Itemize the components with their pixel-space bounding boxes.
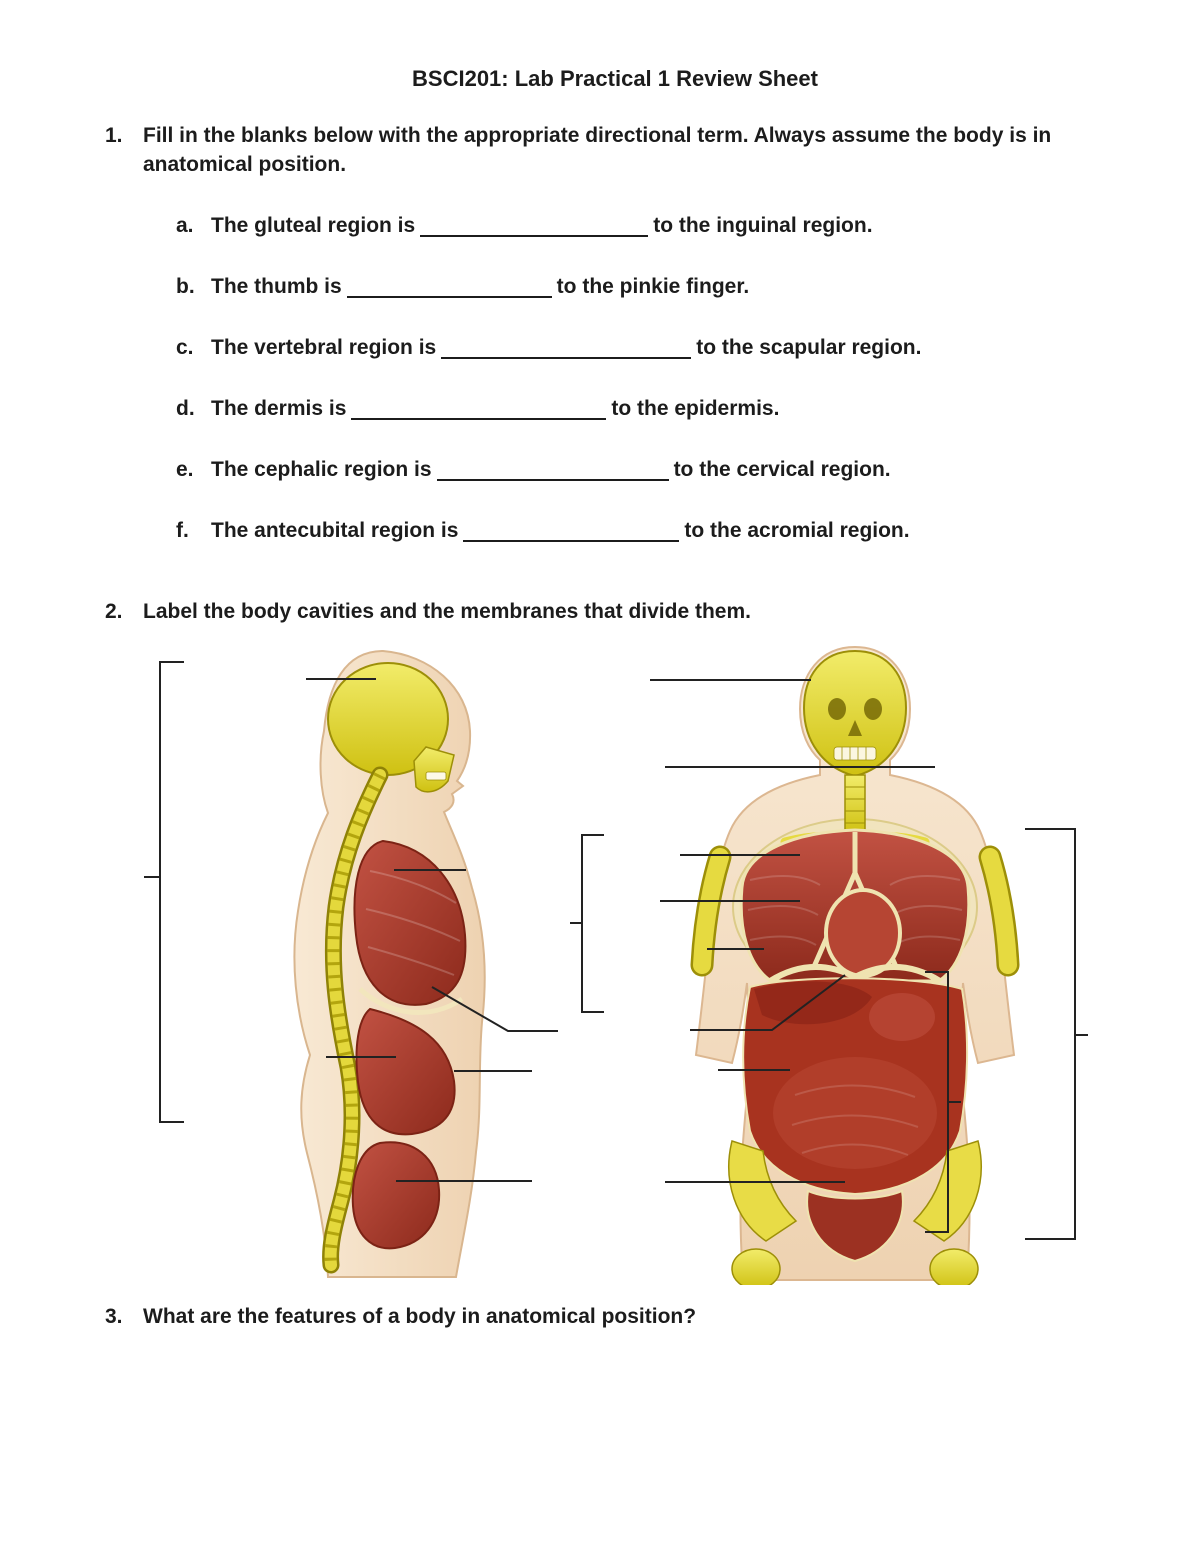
question-2-prompt: Label the body cavities and the membrane… [143,599,751,623]
femur-head-right [731,1247,781,1285]
item-a-letter: a. [176,213,194,237]
teeth [833,746,877,761]
question-1: 1. Fill in the blanks below with the app… [105,122,1125,180]
thoracic-cavity [353,839,467,1006]
item-f-letter: f. [176,518,189,542]
item-d-after: to the epidermis. [611,396,780,420]
intestines [773,1056,937,1169]
liver [754,981,872,1024]
item-e-letter: e. [176,457,194,481]
item-a: a. The gluteal region is to the inguinal … [176,212,1125,241]
question-3: 3. What are the features of a body in an… [105,1303,1125,1332]
skull-face [413,745,455,793]
item-d-letter: d. [176,396,195,420]
item-b-after: to the pinkie finger. [556,274,750,298]
leader-diaphragm [431,985,558,1032]
item-d: d. The dermis is to the epidermis. [176,395,1125,424]
bracket-ventral-cavity [1025,827,1088,1240]
question-1-prompt: Fill in the blanks below with the approp… [143,124,1052,176]
diaphragm [358,986,464,1015]
sagittal-cavities-figure [144,649,558,1278]
humerus-left-fill [981,847,1017,974]
question-1-items: a. The gluteal region is to the inguinal … [176,212,1125,546]
question-2: 2. Label the body cavities and the membr… [105,598,1125,627]
item-b-before: The thumb is [211,274,342,298]
review-sheet-page: BSCI201: Lab Practical 1 Review Sheet 1.… [105,66,1125,1332]
item-b-letter: b. [176,274,195,298]
pelvic-cavity [806,1189,904,1262]
item-b: b. The thumb is to the pinkie finger. [176,273,1125,302]
teeth-lines [841,746,867,760]
bracket-dorsal-cavity [144,660,184,1123]
answer-blank [346,280,552,298]
pericardial-cavity [824,887,902,978]
item-f-before: The antecubital region is [211,518,459,542]
item-c-letter: c. [176,335,194,359]
answer-blank [441,341,692,359]
teeth [425,771,447,781]
item-e: e. The cephalic region is to the cervical… [176,456,1125,485]
abdominal-cavity [355,1007,456,1136]
item-f: f. The antecubital region is to the acrom… [176,517,1125,546]
cervical-segments [845,786,865,824]
item-a-after: to the inguinal region. [653,213,873,237]
question-3-number: 3. [105,1304,123,1328]
stomach [869,992,935,1041]
question-2-number: 2. [105,599,123,623]
vertebra-segments [324,772,386,1266]
item-c-before: The vertebral region is [211,335,437,359]
leader-lines [570,678,1088,1240]
item-c: c. The vertebral region is to the scapula… [176,334,1125,363]
item-f-after: to the acromial region. [684,518,910,542]
bracket-abdominopelvic-cavity [925,970,961,1233]
answer-blank [436,463,669,481]
item-e-after: to the cervical region. [673,457,891,481]
item-d-before: The dermis is [211,396,347,420]
item-a-before: The gluteal region is [211,213,416,237]
rib-highlights [365,869,461,976]
cervical-spine [844,773,866,834]
intestine-lines [791,1084,919,1156]
pelvic-cavity [351,1140,441,1249]
humerus-right-fill [693,847,729,974]
nasal-cavity [848,719,862,736]
leader-lines [144,660,558,1182]
answer-blank [420,219,649,237]
answer-blank [351,402,607,420]
leader-diaphragm [690,973,846,1031]
lung-rib-highlights [747,874,963,946]
iliac-bone-right [728,1139,798,1242]
femur-head-left [929,1247,979,1285]
question-3-prompt: What are the features of a body in anato… [143,1304,697,1328]
anterior-cavities-figure [570,645,1088,1285]
answer-blank [463,524,680,542]
body-cavity-figures [105,635,1125,1287]
bracket-thoracic-cavity [570,833,604,1013]
item-c-after: to the scapular region. [696,335,922,359]
eye-socket-right [828,697,846,720]
item-e-before: The cephalic region is [211,457,432,481]
page-title: BSCI201: Lab Practical 1 Review Sheet [412,66,818,91]
question-1-number: 1. [105,124,123,147]
eye-socket-left [864,697,882,720]
diaphragm [768,963,942,984]
